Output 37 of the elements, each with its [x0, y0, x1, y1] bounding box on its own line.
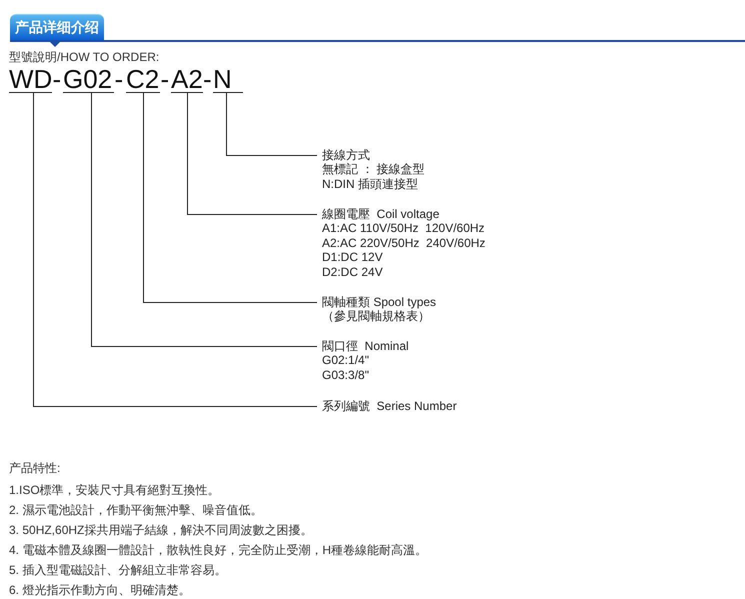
leader-line [91, 92, 318, 347]
section-heading: 型號說明/HOW TO ORDER: [9, 50, 160, 64]
description-line: G03:3/8" [322, 368, 369, 382]
leader-line [226, 92, 318, 156]
underlined-code: G02 [63, 66, 114, 93]
feature-item: 1.ISO標準，安裝尺寸具有絕對互換性。 [9, 482, 220, 499]
features-heading: 产品特性: [9, 460, 60, 477]
description-heading: 線圈電壓 Coil voltage [322, 206, 440, 222]
description-heading: 系列編號 Series Number [322, 398, 457, 414]
underlined-code: A2 [171, 66, 203, 93]
description-heading: 接線方式 [322, 148, 370, 162]
description-line: （參見閥軸規格表） [322, 309, 430, 324]
leader-line [33, 92, 318, 407]
description-line: A2:AC 220V/50Hz 240V/60Hz [322, 236, 486, 250]
feature-item: 3. 50HZ,60HZ採共用端子結線，解決不同周波數之困擾。 [9, 522, 312, 539]
separator-text: - [160, 66, 170, 92]
feature-item: 2. 濕示電池設計，作動平衡無沖擊、噪音值低。 [9, 502, 262, 519]
feature-item: 5. 插入型電磁設計、分解組立非常容易。 [9, 562, 226, 579]
separator-text: - [52, 66, 62, 92]
leader-line [187, 92, 318, 215]
description-line: D1:DC 12V [322, 250, 383, 265]
description-line: N:DIN 插頭連接型 [322, 176, 418, 192]
feature-item: 4. 電磁本體及線圈一體設計，散執性良好，完全防止受潮，H種卷線能耐高溫。 [9, 542, 428, 559]
description-line: A1:AC 110V/50Hz 120V/60Hz [322, 221, 485, 236]
section-tab: 产品详细介绍 [10, 14, 104, 40]
separator-text: - [203, 66, 212, 92]
description-line: G02:1/4" [322, 353, 369, 368]
underlined-code: WD [9, 66, 52, 93]
underlined-code: C2 [126, 66, 160, 93]
leader-line [143, 92, 318, 303]
description-heading: 閥軸種類 Spool types [322, 294, 436, 310]
underlined-code: N [213, 66, 243, 93]
description-heading: 閥口徑 Nominal [322, 338, 409, 354]
feature-item: 6. 燈光指示作動方向、明確清楚。 [9, 582, 190, 599]
description-line: 無標記 ： 接線盒型 [322, 162, 425, 177]
description-line: D2:DC 24V [322, 264, 383, 280]
separator-text: - [114, 66, 124, 92]
